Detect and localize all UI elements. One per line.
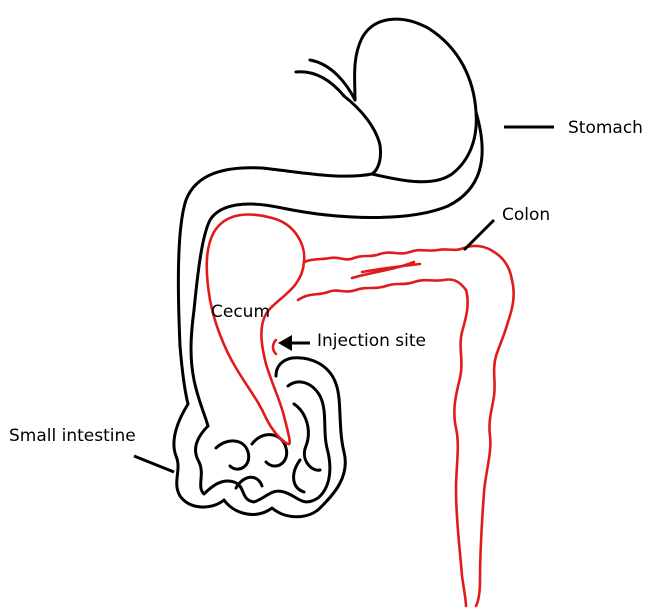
cecum-injection-notch	[273, 340, 276, 354]
stomach-label: Stomach	[568, 120, 643, 137]
injection-site-label: Injection site	[317, 333, 426, 350]
colon-label: Colon	[502, 207, 550, 224]
cecum-colon-outline	[207, 215, 514, 606]
esophagus-right	[310, 60, 355, 100]
colon-inner-fold	[352, 262, 420, 278]
stomach-body	[344, 19, 476, 182]
small-intestine-leader-line	[134, 456, 174, 472]
small-intestine-label: Small intestine	[9, 428, 136, 445]
small-intestine-fold-4	[294, 460, 304, 492]
left-arrow-icon	[278, 335, 310, 351]
colon-transverse-bottom	[298, 279, 466, 300]
cecum-outer	[207, 215, 305, 445]
small-intestine-fold-3	[294, 404, 320, 470]
colon-descending-outer	[476, 322, 508, 606]
cecum-label: Cecum	[211, 304, 270, 321]
stomach-greater-curvature	[191, 112, 482, 426]
colon-descending-inner	[454, 290, 467, 606]
small-intestine-outline	[174, 358, 345, 517]
small-intestine-fold-1	[216, 441, 249, 469]
